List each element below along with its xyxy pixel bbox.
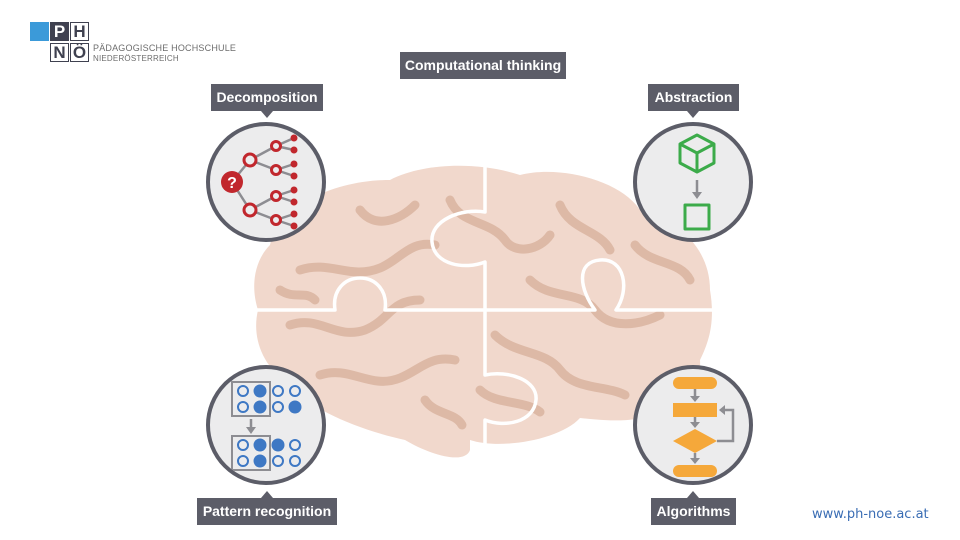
ph-noe-logo: P H N Ö PÄDAGOGISCHE HOCHSCHULE NIEDERÖS… [30,22,236,64]
logo-line-2: NIEDERÖSTERREICH [93,54,179,63]
logo-letter-n: N [50,43,69,62]
pattern-recognition-label-pointer [261,491,273,498]
flowchart-icon [673,377,735,477]
tree-icon: ? [221,134,298,230]
decomposition-label: Decomposition [211,84,323,111]
question-mark: ? [227,175,237,192]
brain-puzzle-icon [250,165,715,468]
logo-square-blue [30,22,49,41]
decomposition-label-pointer [261,111,273,118]
pattern-recognition-circle [206,365,326,485]
cube-to-square-icon [678,133,716,231]
pattern-recognition-label: Pattern recognition [197,498,337,525]
dot-grid-icon [231,381,302,471]
abstraction-label-pointer [687,111,699,118]
abstraction-circle [633,122,753,242]
algorithms-circle [633,365,753,485]
logo-line-1: PÄDAGOGISCHE HOCHSCHULE [93,43,237,53]
logo-letter-p: P [50,22,69,41]
logo-letter-h: H [70,22,89,41]
decomposition-circle: ? [206,122,326,242]
diagram-title: Computational thinking [400,52,566,79]
website-link[interactable]: www.ph-noe.ac.at [812,507,929,522]
algorithms-label: Algorithms [651,498,736,525]
abstraction-label: Abstraction [648,84,739,111]
logo-letter-oe: Ö [70,43,89,62]
brain-shape [250,165,715,468]
algorithms-label-pointer [687,491,699,498]
